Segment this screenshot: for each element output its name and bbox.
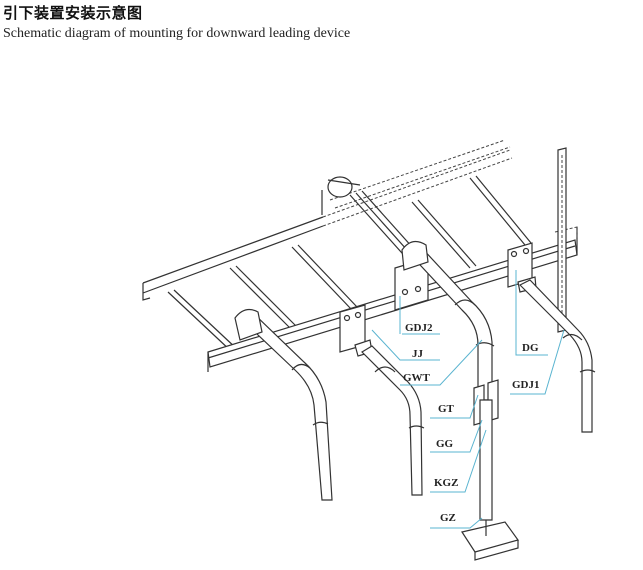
pipe-2 [361,345,425,496]
label-gg: GG [436,438,454,450]
label-gdj1: GDJ1 [512,379,540,391]
label-gwt: GWT [403,372,431,384]
pipe-3-downlead [401,240,519,561]
pipe-4 [518,279,596,433]
label-jj: JJ [412,348,424,360]
leader-lines [371,270,565,529]
back-clamp [321,176,361,215]
label-gt: GT [438,403,455,415]
title-chinese: 引下装置安装示意图 [3,4,143,22]
label-kgz: KGZ [434,477,458,489]
perforated-strip-dg [557,147,567,333]
pipe-1 [234,308,333,501]
back-rail [142,139,513,301]
title-english: Schematic diagram of mounting for downwa… [3,26,351,41]
rungs [167,175,532,353]
label-dg: DG [522,342,539,354]
label-gdj2: GDJ2 [405,322,433,334]
label-gz: GZ [440,512,456,524]
bracket-jj [339,304,373,357]
